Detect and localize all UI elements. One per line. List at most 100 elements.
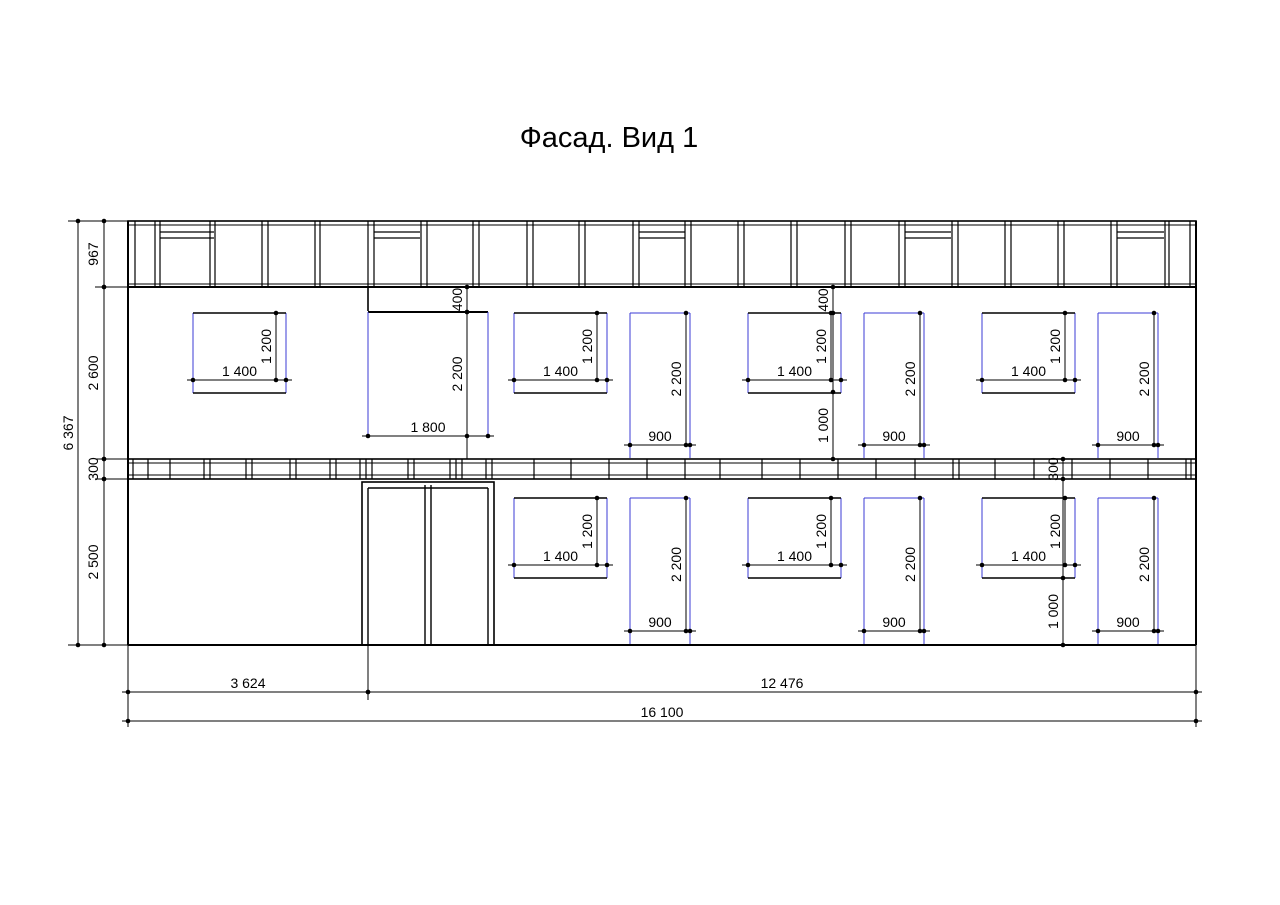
dimension-tick bbox=[273, 310, 279, 316]
dimension-lines bbox=[68, 218, 1202, 727]
total-width-label: 16 100 bbox=[641, 704, 684, 720]
dimension-tick bbox=[190, 377, 196, 383]
door-height-label: 2 200 bbox=[668, 361, 684, 396]
floor2-height-label: 2 600 bbox=[85, 355, 101, 390]
dimension-tick bbox=[838, 562, 844, 568]
door-height-label: 2 200 bbox=[902, 547, 918, 582]
dimension-tick bbox=[683, 495, 689, 501]
dimension-tick bbox=[687, 442, 693, 448]
belt-outline bbox=[127, 458, 1197, 480]
dimension-tick bbox=[830, 284, 836, 290]
window-width-label: 1 400 bbox=[543, 363, 578, 379]
dimension-tick bbox=[283, 377, 289, 383]
dimension-tick bbox=[1072, 377, 1078, 383]
window-width-label: 1 400 bbox=[1011, 548, 1046, 564]
dimension-tick bbox=[828, 495, 834, 501]
door-height-label: 2 200 bbox=[902, 361, 918, 396]
dimension-tick bbox=[101, 456, 107, 462]
door-height-label: 2 200 bbox=[1136, 547, 1152, 582]
openings bbox=[192, 312, 1159, 644]
door-width-label: 900 bbox=[1116, 428, 1140, 444]
floor1-height-label: 2 500 bbox=[85, 544, 101, 579]
dimension-tick bbox=[830, 456, 836, 462]
dimension-tick bbox=[1193, 689, 1199, 695]
dimension-tick bbox=[1062, 495, 1068, 501]
door-height-label: 2 200 bbox=[1136, 361, 1152, 396]
door-width-label: 900 bbox=[648, 428, 672, 444]
dimension-tick bbox=[1193, 718, 1199, 724]
dimension-tick bbox=[683, 442, 689, 448]
dimension-tick bbox=[485, 433, 491, 439]
dimension-tick bbox=[979, 562, 985, 568]
sill-label: 1 000 bbox=[1045, 594, 1061, 629]
dimension-tick bbox=[101, 642, 107, 648]
dimension-tick bbox=[1095, 628, 1101, 634]
dimension-tick bbox=[1060, 642, 1066, 648]
window-width-label: 1 400 bbox=[777, 363, 812, 379]
width-right-label: 12 476 bbox=[761, 675, 804, 691]
cornice-band bbox=[127, 220, 1197, 288]
total-height-label: 6 367 bbox=[60, 415, 76, 450]
dimension-tick bbox=[917, 442, 923, 448]
belt-height-label: 300 bbox=[85, 457, 101, 481]
dimension-tick bbox=[365, 433, 371, 439]
dimension-tick bbox=[921, 442, 927, 448]
dimension-tick bbox=[687, 628, 693, 634]
dimension-tick bbox=[604, 377, 610, 383]
window-width-label: 1 400 bbox=[222, 363, 257, 379]
dimension-tick bbox=[594, 495, 600, 501]
door-width-label: 900 bbox=[882, 428, 906, 444]
dimension-tick bbox=[511, 377, 517, 383]
width-left-label: 3 624 bbox=[230, 675, 265, 691]
parapet-height-label: 967 bbox=[85, 242, 101, 266]
dimension-tick bbox=[75, 218, 81, 224]
dimension-tick bbox=[1095, 442, 1101, 448]
dimension-tick bbox=[683, 628, 689, 634]
dimension-tick bbox=[1155, 628, 1161, 634]
dimension-tick bbox=[828, 377, 834, 383]
dimension-tick bbox=[1151, 628, 1157, 634]
dimension-tick bbox=[627, 442, 633, 448]
dimension-tick bbox=[101, 284, 107, 290]
dimension-tick bbox=[1151, 310, 1157, 316]
dimension-tick bbox=[1151, 442, 1157, 448]
dimension-tick bbox=[125, 689, 131, 695]
dimension-tick bbox=[464, 309, 470, 315]
dimension-tick bbox=[75, 642, 81, 648]
dimension-tick bbox=[594, 377, 600, 383]
door-width-label: 900 bbox=[1116, 614, 1140, 630]
dimension-tick bbox=[921, 628, 927, 634]
door-height-label: 2 200 bbox=[668, 547, 684, 582]
dimension-tick bbox=[917, 628, 923, 634]
dimension-tick bbox=[627, 628, 633, 634]
dimension-tick bbox=[101, 476, 107, 482]
window-height-label: 1 200 bbox=[579, 329, 595, 364]
recess-width-label: 1 800 bbox=[410, 419, 445, 435]
dimension-tick bbox=[828, 562, 834, 568]
dimension-tick bbox=[1151, 495, 1157, 501]
recess-height-label: 2 200 bbox=[449, 356, 465, 391]
window-height-label: 1 200 bbox=[579, 514, 595, 549]
drawing-title: Фасад. Вид 1 bbox=[519, 122, 699, 154]
offset-label: 400 bbox=[815, 288, 831, 312]
dimension-tick bbox=[125, 718, 131, 724]
window-width-label: 1 400 bbox=[777, 548, 812, 564]
dimension-tick bbox=[683, 310, 689, 316]
window-height-label: 1 200 bbox=[1047, 514, 1063, 549]
dimension-tick bbox=[861, 628, 867, 634]
dimension-tick bbox=[511, 562, 517, 568]
dimension-tick bbox=[838, 377, 844, 383]
dimension-tick bbox=[1062, 377, 1068, 383]
dimension-tick bbox=[1072, 562, 1078, 568]
dimension-tick bbox=[745, 562, 751, 568]
dimension-tick bbox=[979, 377, 985, 383]
belt-band bbox=[127, 458, 1197, 480]
window-height-label: 1 200 bbox=[1047, 329, 1063, 364]
entrance-frame bbox=[361, 481, 495, 646]
window-width-label: 1 400 bbox=[1011, 363, 1046, 379]
dimension-tick bbox=[594, 310, 600, 316]
dimension-tick bbox=[273, 377, 279, 383]
dimension-tick bbox=[594, 562, 600, 568]
